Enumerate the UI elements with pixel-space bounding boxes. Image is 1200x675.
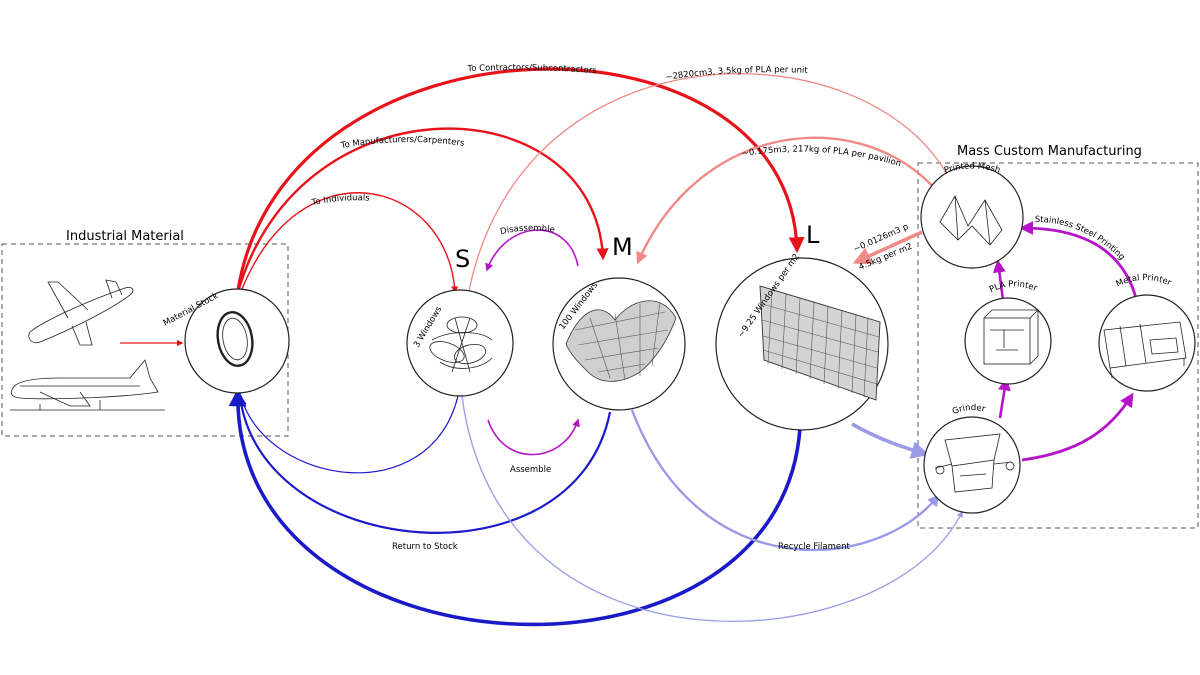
flow-disassemble xyxy=(485,229,579,272)
node-pla-printer xyxy=(964,297,1052,385)
node-metal-printer xyxy=(1098,294,1196,392)
label-to-individuals: To Individuals xyxy=(310,193,371,208)
large-wall-sketch xyxy=(759,285,881,401)
airliner-side-sketch xyxy=(10,359,165,411)
size-m: M xyxy=(612,233,633,261)
grinder-sketch xyxy=(934,433,1015,493)
flow-pla-per-m2 xyxy=(852,230,923,265)
label-printed-mesh: Printed Mesh xyxy=(943,161,1001,176)
flow-pla-per-pavilion xyxy=(636,136,937,265)
industrial-material-title: Industrial Material xyxy=(66,229,184,244)
flow-recycle-l xyxy=(851,422,930,459)
label-disassemble: Disassemble xyxy=(499,223,555,237)
size-l: L xyxy=(806,221,820,249)
airplane-sketch xyxy=(28,279,134,346)
flow-recycle-s xyxy=(461,395,963,622)
flow-pla-to-mesh xyxy=(992,259,1006,301)
printed-mesh-sketch xyxy=(939,195,1003,246)
flow-return-m xyxy=(235,393,612,534)
label-to-contractors: To Contractors/Subcontractors xyxy=(466,63,597,76)
flow-to-manufacturers xyxy=(236,127,609,293)
flow-to-contractors xyxy=(236,67,805,291)
label-grinder: Grinder xyxy=(951,403,987,417)
pla-printer-sketch xyxy=(983,309,1039,365)
node-3-windows xyxy=(406,289,514,397)
label-per-m2-volume: ~0.0126m3 per xyxy=(0,0,910,255)
flow-to-individuals xyxy=(239,192,459,295)
label-assemble: Assemble xyxy=(510,465,551,475)
node-material-stock xyxy=(184,288,290,394)
flow-pla-per-unit xyxy=(465,73,951,298)
flow-return-s xyxy=(240,395,459,474)
label-metal-printer: Metal Printer xyxy=(1115,273,1173,289)
medium-pavilion-sketch xyxy=(565,300,677,382)
material-ring-sketch xyxy=(216,311,254,367)
node-grinder xyxy=(923,416,1021,514)
label-pla-per-unit: ~2820cm3, 3.5kg of PLA per unit xyxy=(665,65,809,83)
label-pla-printer: PLA Printer xyxy=(988,279,1039,295)
flow-grinder-to-metal xyxy=(1021,392,1134,462)
size-s: S xyxy=(455,245,470,273)
node-printed-mesh xyxy=(920,165,1024,269)
label-return-to-stock: Return to Stock xyxy=(392,542,458,552)
small-window-sketch xyxy=(429,316,493,373)
flow-grinder-to-pla xyxy=(997,377,1011,419)
mass-custom-box xyxy=(917,162,1199,529)
mass-custom-title: Mass Custom Manufacturing xyxy=(957,144,1142,159)
metal-printer-sketch xyxy=(1103,321,1187,379)
flow-return-l xyxy=(228,388,802,627)
flow-assemble xyxy=(487,418,580,456)
flow-metal-to-mesh xyxy=(1019,221,1138,299)
label-recycle-filament: Recycle Filament xyxy=(778,542,851,552)
flow-recycle-m xyxy=(630,409,940,551)
